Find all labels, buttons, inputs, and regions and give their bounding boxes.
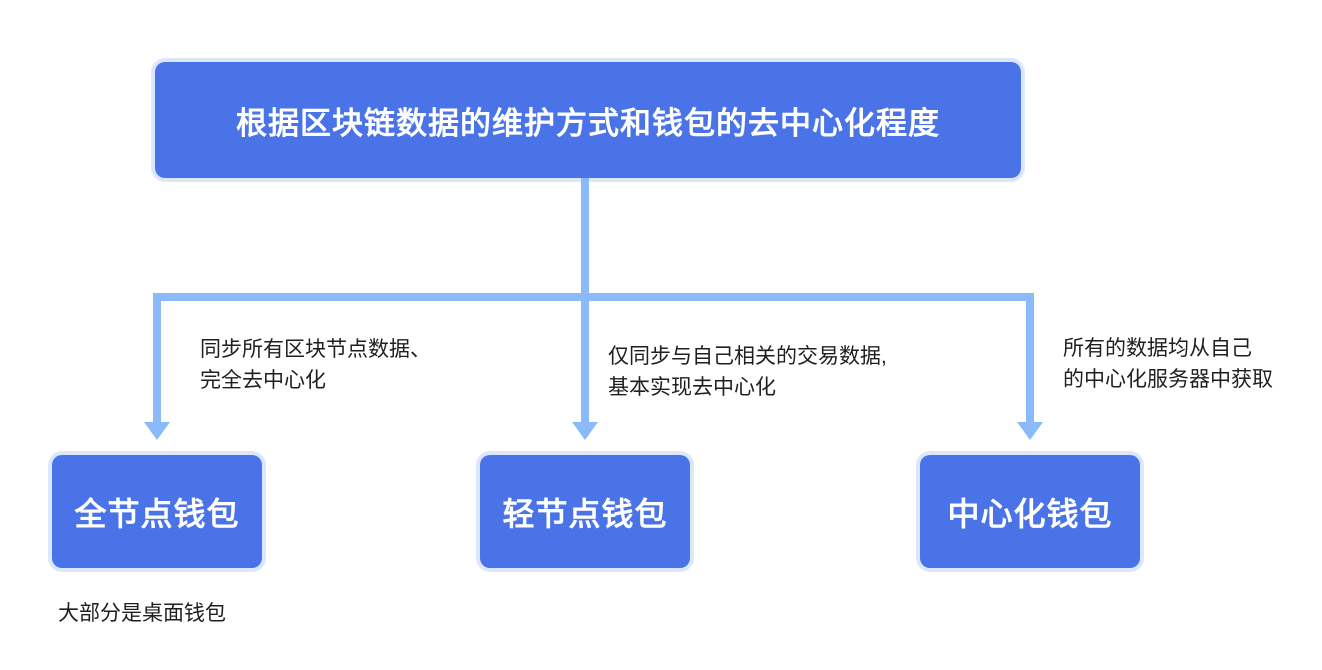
root-node-label: 根据区块链数据的维护方式和钱包的去中心化程度: [236, 105, 940, 141]
arrow-down-icon: [1017, 422, 1043, 440]
arrow-down-icon: [144, 422, 170, 440]
leaf-node-full-node-wallet: 全节点钱包: [52, 455, 262, 568]
connector-horizontal: [153, 293, 1034, 301]
root-node: 根据区块链数据的维护方式和钱包的去中心化程度: [155, 62, 1021, 178]
branch-note-full-node: 同步所有区块节点数据、 完全去中心化: [200, 334, 431, 396]
leaf-node-label: 全节点钱包: [74, 495, 240, 532]
branch-note-line: 基本实现去中心化: [608, 376, 776, 399]
branch-note-line: 同步所有区块节点数据、: [200, 338, 431, 361]
connector-vertical-left: [153, 293, 161, 424]
connector-vertical-middle: [581, 178, 589, 424]
branch-note-light-node: 仅同步与自己相关的交易数据, 基本实现去中心化: [608, 341, 887, 403]
leaf-node-centralized-wallet: 中心化钱包: [920, 455, 1140, 568]
leaf-node-label: 轻节点钱包: [502, 495, 668, 532]
leaf-node-light-node-wallet: 轻节点钱包: [480, 455, 690, 568]
branch-note-line: 完全去中心化: [200, 369, 326, 392]
branch-note-line: 的中心化服务器中获取: [1063, 368, 1273, 391]
footnote: 大部分是桌面钱包: [58, 602, 226, 625]
connector-vertical-right: [1026, 293, 1034, 424]
branch-note-centralized: 所有的数据均从自己 的中心化服务器中获取: [1063, 333, 1273, 395]
leaf-node-label: 中心化钱包: [947, 495, 1113, 532]
branch-note-line: 仅同步与自己相关的交易数据,: [608, 345, 887, 368]
branch-note-line: 所有的数据均从自己: [1063, 337, 1252, 360]
arrow-down-icon: [572, 422, 598, 440]
